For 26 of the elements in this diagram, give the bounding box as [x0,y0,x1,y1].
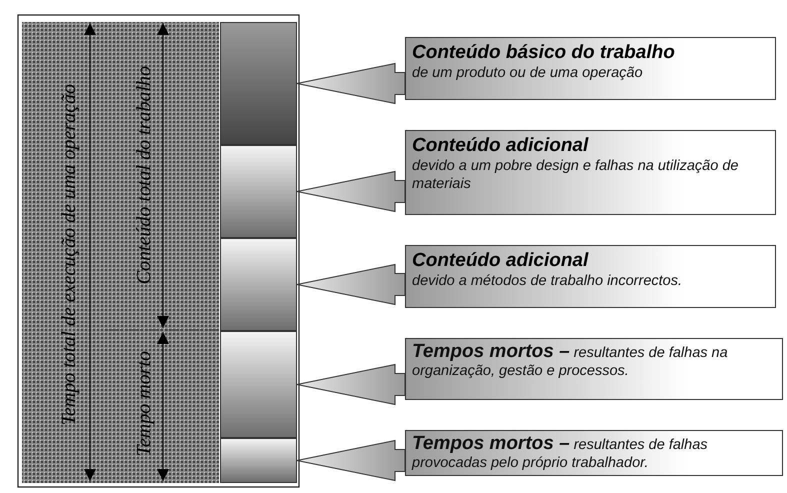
bar-segment [220,22,297,145]
callout-heading: Conteúdo adicional [412,250,590,272]
callout-box [405,245,776,308]
bar-segment [220,145,297,238]
callout-box [405,130,776,215]
callout-text: Tempos mortos – resultantes de falhas na organização, gestão e processos. [412,343,729,380]
dimension-label: Conteúdo total do trabalho [133,66,155,284]
bar-segment [220,238,297,331]
callout-arrow [296,440,406,482]
callout-text: de um produto ou de uma operação [412,64,644,82]
dimension-label: Tempo total de execução de uma operação [58,84,80,426]
callout-heading: Conteúdo adicional [412,135,590,157]
dimension-label: Tempo morto [133,351,155,457]
callout-box [405,338,783,400]
callout-arrow [296,62,406,104]
callout-text: devido a um pobre design e falhas na utilização de materiais [412,157,740,193]
bar-segment [220,331,297,438]
callout-text: devido a métodos de trabalho incorrectos. [412,272,684,290]
callout-arrow [296,170,406,212]
callout-heading: Conteúdo básico do trabalho [412,42,676,64]
callout-box [405,430,783,476]
callout-box [405,37,776,100]
callout-arrow [296,264,406,306]
callout-text: Tempos mortos – resultantes de falhas provocadas pelo próprio trabalhador. [412,435,709,472]
bar-segment [220,438,297,483]
callout-arrow [296,364,406,406]
